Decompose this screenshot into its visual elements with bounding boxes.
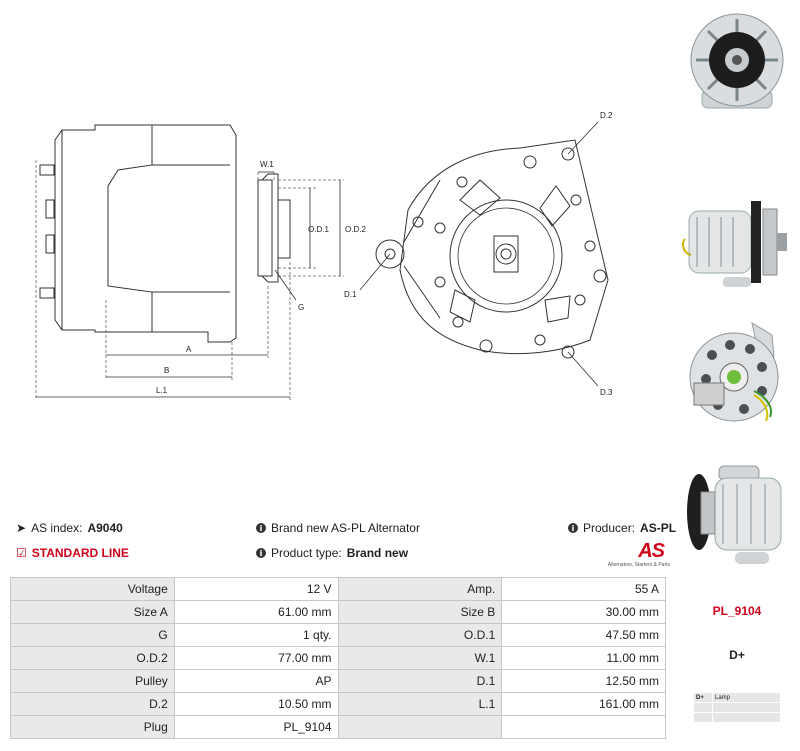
label-od2: O.D.2 [345, 225, 366, 234]
pin-name [693, 712, 713, 723]
pin-row [693, 712, 781, 723]
info-icon: i [568, 523, 578, 533]
spec-key: O.D.1 [337, 623, 503, 647]
spec-value: 12.50 mm [501, 669, 666, 693]
as-index: ➤ AS index: A9040 [16, 521, 123, 535]
spec-key: Plug [10, 715, 175, 739]
spec-key: G [10, 623, 175, 647]
label-d1: D.1 [344, 290, 357, 299]
spec-key: D.2 [10, 692, 175, 716]
label-a: A [186, 345, 192, 354]
checkbox-icon: ☑ [16, 546, 27, 560]
spec-value: 77.00 mm [173, 646, 339, 670]
spec-value: 161.00 mm [501, 692, 666, 716]
product-photo-front[interactable] [674, 0, 800, 120]
spec-value: 61.00 mm [173, 600, 339, 624]
as-logo-tagline: Alternators, Starters & Parts [607, 562, 670, 568]
spec-value: 1 qty. [173, 623, 339, 647]
label-g: G [298, 303, 304, 312]
producer-value: AS-PL [640, 521, 677, 535]
technical-drawing: W.1 O.D.1 O.D.2 G A B L.1 D.1 D.2 D.3 [35, 111, 613, 400]
pin-name: D+ [693, 692, 713, 703]
pin-description [712, 702, 781, 713]
label-od1: O.D.1 [308, 225, 329, 234]
spec-key: Pulley [10, 669, 175, 693]
spec-value: 55 A [501, 577, 666, 601]
product-photo-side[interactable] [674, 178, 800, 298]
label-d3: D.3 [600, 388, 613, 397]
spec-key: L.1 [337, 692, 503, 716]
as-index-value: A9040 [87, 521, 123, 535]
plug-pin-table: D+Lamp [693, 692, 781, 723]
product-type: i Product type: Brand new [256, 546, 408, 560]
product-type-value: Brand new [346, 546, 409, 560]
pulley-shape [257, 179, 273, 277]
plug-terminal: D+ [729, 648, 745, 662]
label-l1: L.1 [156, 386, 168, 395]
description: i Brand new AS-PL Alternator [256, 521, 420, 535]
spec-key: D.1 [337, 669, 503, 693]
pin-description: Lamp [712, 692, 781, 703]
spec-key: Amp. [337, 577, 503, 601]
spec-key: Voltage [10, 577, 175, 601]
spec-key: Size A [10, 600, 175, 624]
spec-key: W.1 [337, 646, 503, 670]
label-d2: D.2 [600, 111, 613, 120]
as-logo-mark: AS [638, 540, 665, 562]
spec-value: 30.00 mm [501, 600, 666, 624]
pin-row [693, 702, 781, 713]
spec-value: PL_9104 [173, 715, 339, 739]
spec-value: AP [173, 669, 339, 693]
tag-icon: ➤ [16, 521, 27, 535]
spec-value: 10.50 mm [173, 692, 339, 716]
spec-key: Size B [337, 600, 503, 624]
alternator-front-outline [399, 139, 609, 355]
spec-key: O.D.2 [10, 646, 175, 670]
info-icon: i [256, 548, 266, 558]
standard-line-label: STANDARD LINE [31, 546, 129, 560]
as-logo: AS Alternators, Starters & Parts [604, 540, 670, 570]
pin-description [712, 712, 781, 723]
producer: i Producer: AS-PL [568, 521, 676, 535]
product-photo-angle[interactable] [674, 456, 800, 576]
line-badge: ☑ STANDARD LINE [16, 546, 129, 560]
spec-value: 12 V [173, 577, 339, 601]
spec-value [501, 715, 666, 739]
spec-key [337, 715, 503, 739]
label-w1: W.1 [260, 160, 274, 169]
spec-value: 47.50 mm [501, 623, 666, 647]
plug-code[interactable]: PL_9104 [712, 604, 762, 618]
alternator-side-outline [54, 124, 237, 343]
pin-row: D+Lamp [693, 692, 781, 703]
product-photo-rear[interactable] [674, 315, 800, 435]
spec-value: 11.00 mm [501, 646, 666, 670]
label-b: B [164, 366, 169, 375]
info-icon: i [256, 523, 266, 533]
pin-name [693, 702, 713, 713]
